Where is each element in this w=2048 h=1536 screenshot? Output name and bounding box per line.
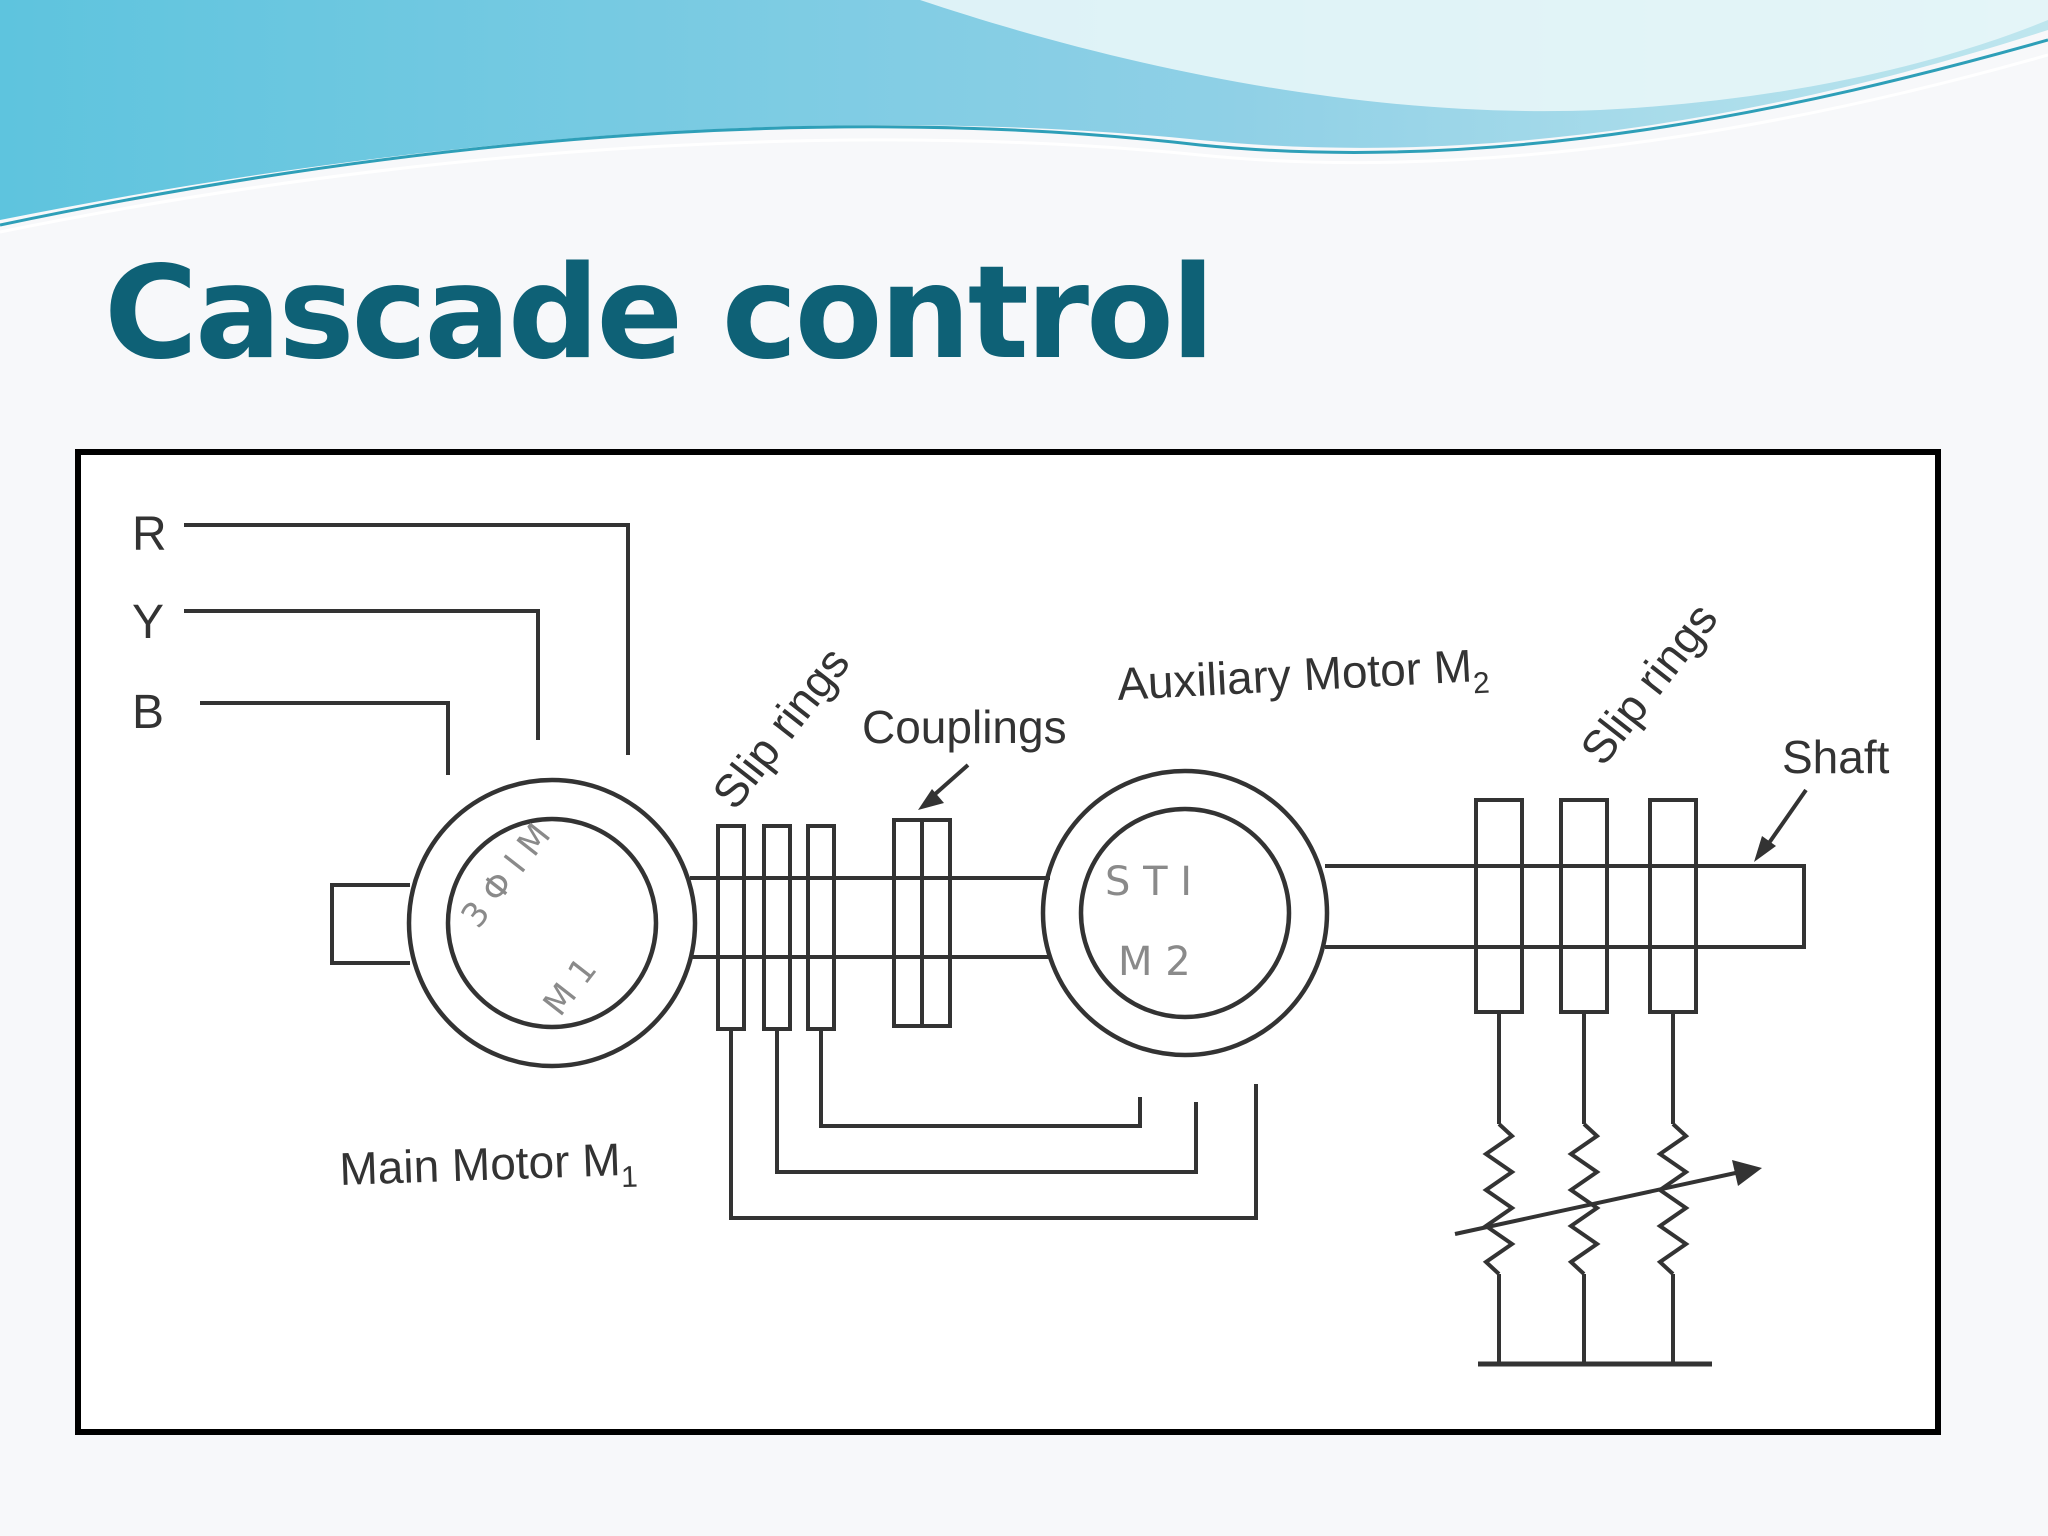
m2-handwriting-top: S T I bbox=[1105, 859, 1192, 905]
couplings bbox=[892, 818, 952, 1028]
supply-line-r bbox=[184, 523, 630, 755]
auxiliary-motor-stator bbox=[1040, 768, 1330, 1058]
diagram-frame bbox=[75, 449, 1941, 1435]
shaft-label: Shaft bbox=[1782, 731, 1890, 783]
connection-wire-1 bbox=[819, 1029, 1142, 1128]
main-motor-stator bbox=[406, 777, 698, 1069]
supply-line-y bbox=[184, 609, 540, 740]
supply-line-b bbox=[200, 701, 450, 775]
connection-wire-2 bbox=[775, 1029, 1198, 1174]
connection-wire-3 bbox=[729, 1029, 1258, 1220]
auxiliary-motor-rotor bbox=[1078, 806, 1292, 1020]
variable-arrow bbox=[1454, 1170, 1741, 1236]
wave-banner bbox=[0, 0, 2048, 234]
m2-handwriting-bottom: M 2 bbox=[1118, 939, 1191, 985]
supply-label-r: R bbox=[132, 508, 167, 561]
variable-resistors bbox=[1482, 1122, 1690, 1276]
main-motor-rotor bbox=[445, 816, 659, 1030]
main-motor-label: Main Motor M1 bbox=[339, 1133, 639, 1204]
page-title: Cascade control bbox=[104, 239, 1215, 388]
supply-label-y: Y bbox=[132, 596, 164, 649]
shaft-stub bbox=[330, 883, 410, 965]
supply-label-b: B bbox=[132, 686, 164, 739]
shaft bbox=[1710, 864, 1806, 949]
couplings-label: Couplings bbox=[862, 701, 1067, 753]
